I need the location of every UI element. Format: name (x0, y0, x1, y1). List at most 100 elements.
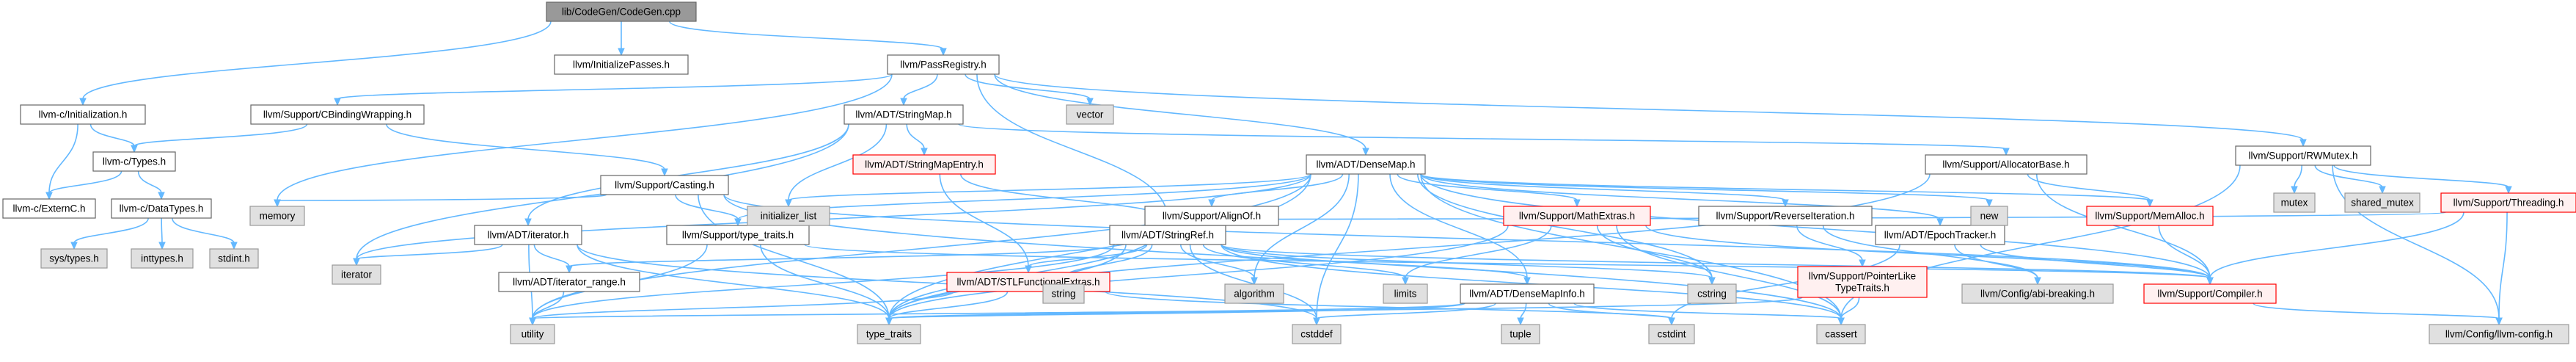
edge-line (532, 303, 1466, 319)
node-box (1797, 266, 1928, 298)
node-stringmapentry-h[interactable]: llvm/ADT/StringMapEntry.h (852, 154, 996, 175)
edge-arrowhead (353, 258, 360, 267)
edges-layer (45, 21, 2512, 326)
edge-line (1397, 173, 1578, 201)
node-compiler-h[interactable]: llvm/Support/Compiler.h (2143, 283, 2277, 304)
edge-arrowhead (940, 48, 947, 57)
edge-line (888, 291, 1009, 319)
node-reverseiteration-h[interactable]: llvm/Support/ReverseIteration.h (1698, 206, 1873, 226)
edge-arrowhead (2495, 317, 2503, 326)
node-cbindingwrapping-h[interactable]: llvm/Support/CBindingWrapping.h (250, 104, 425, 125)
node-label: TypeTraits.h (1835, 283, 1889, 294)
edge-codegen_h-to-passregistry_h (669, 21, 947, 57)
node-label: iterator (341, 269, 373, 280)
edge-line (888, 303, 1466, 319)
node-label: llvm-c/ExternC.h (12, 203, 85, 214)
node-memalloc-h[interactable]: llvm/Support/MemAlloc.h (2086, 206, 2214, 226)
node-label: llvm/Support/Casting.h (615, 180, 714, 191)
node-label: inttypes.h (141, 253, 183, 264)
edge-arrowhead (334, 98, 341, 106)
node-label: llvm/Support/MemAlloc.h (2095, 211, 2204, 222)
node-sys-types-h: sys/types.h (40, 248, 108, 269)
node-label: llvm-c/Initialization.h (39, 109, 128, 120)
node-cstring: cstring (1687, 283, 1737, 304)
edge-arrowhead (2206, 277, 2214, 286)
edge-line (1671, 244, 1900, 319)
edge-datatypes_h-to-sys_types_h (70, 217, 149, 250)
edge-line (277, 194, 607, 201)
edge-stringref_h-to-densemapinfo_h (1221, 244, 1531, 286)
node-label: type_traits (866, 329, 912, 340)
edge-line (994, 73, 2304, 141)
edge-stringmapentry_h-to-stlfunctionalextras_h (939, 173, 1032, 274)
edge-line (1221, 244, 1713, 279)
node-stlfunctionalextras-h[interactable]: llvm/ADT/STLFunctionalExtras.h (946, 272, 1110, 292)
edge-line (533, 244, 570, 267)
edge-densemap_h-to-reverseiteration_h (1420, 173, 1789, 208)
node-box (1066, 104, 1114, 125)
node-label: llvm/ADT/StringMapEntry.h (865, 159, 984, 170)
edge-line (965, 73, 1091, 100)
edge-line (2333, 164, 2509, 188)
edge-line (1221, 244, 1528, 279)
node-initializer-list: initializer_list (747, 206, 830, 226)
node-iterator-range-h[interactable]: llvm/ADT/iterator_range.h (498, 272, 640, 292)
edge-line (1420, 173, 1786, 201)
node-stringmap-h[interactable]: llvm/ADT/StringMap.h (844, 104, 964, 125)
node-densemap-h[interactable]: llvm/ADT/DenseMap.h (1306, 154, 1426, 175)
node-label: llvm/Support/AlignOf.h (1163, 211, 1261, 222)
node-epochtracker-h[interactable]: llvm/ADT/EpochTracker.h (1875, 225, 2005, 245)
edge-arrowhead (1859, 259, 1866, 268)
node-iterator-h[interactable]: llvm/ADT/iterator.h (474, 225, 582, 245)
node-label: string (1051, 289, 1075, 300)
node-alignof-h[interactable]: llvm/Support/AlignOf.h (1144, 206, 1279, 226)
edge-line (1202, 244, 1406, 279)
node-cstdint: cstdint (1648, 324, 1695, 344)
node-types-h[interactable]: llvm-c/Types.h (92, 151, 176, 172)
node-box (20, 104, 146, 125)
node-label: llvm-c/Types.h (103, 156, 166, 167)
node-codegen-h[interactable]: lib/CodeGen/CodeGen.cpp (546, 1, 697, 22)
edge-arrowhead (566, 265, 573, 274)
edge-arrowhead (2299, 139, 2307, 148)
edge-codegen_h-to-initializepasses_h (618, 21, 625, 57)
edge-line (73, 217, 149, 244)
node-initialization-h[interactable]: llvm-c/Initialization.h (20, 104, 146, 125)
node-allocatorbase-h[interactable]: llvm/Support/AllocatorBase.h (1925, 154, 2087, 175)
edge-arrowhead (2034, 277, 2041, 286)
node-threading-h[interactable]: llvm/Support/Threading.h (2440, 192, 2576, 213)
node-label: llvm/Support/PointerLike (1809, 271, 1916, 282)
node-casting-h[interactable]: llvm/Support/Casting.h (600, 175, 729, 195)
edge-datatypes_h-to-inttypes_h (158, 217, 166, 250)
node-shared-mutex: shared_mutex (2344, 192, 2421, 213)
edge-arrowhead (1086, 98, 1094, 106)
node-externc-h[interactable]: llvm-c/ExternC.h (2, 198, 96, 219)
node-label: memory (260, 211, 296, 222)
edge-densemapinfo_h-to-utility (529, 303, 1466, 326)
edge-line (1179, 244, 1255, 279)
node-densemapinfo-h[interactable]: llvm/ADT/DenseMapInfo.h (1460, 283, 1595, 304)
node-stringref-h[interactable]: llvm/ADT/StringRef.h (1109, 225, 1226, 245)
node-label: llvm/Support/MathExtras.h (1519, 211, 1635, 222)
edge-line (172, 217, 235, 244)
node-label: utility (522, 329, 544, 340)
node-passregistry-h[interactable]: llvm/PassRegistry.h (887, 54, 1000, 75)
edge-codegen_h-to-initialization_h (79, 21, 552, 106)
node-label: llvm/PassRegistry.h (900, 59, 987, 70)
edge-arrowhead (1708, 277, 1716, 286)
node-datatypes-h[interactable]: llvm-c/DataTypes.h (111, 198, 212, 219)
edge-densemapinfo_h-to-cassert (1573, 303, 1845, 326)
node-type-traits-h[interactable]: llvm/Support/type_traits.h (666, 225, 810, 245)
edge-densemap_h-to-alignof_h (1208, 173, 1344, 208)
edge-line (1548, 303, 1672, 319)
node-mathextras-h[interactable]: llvm/Support/MathExtras.h (1503, 206, 1651, 226)
edge-densemap_h-to-mathextras_h (1397, 173, 1581, 208)
edge-line (1316, 173, 1359, 319)
node-box (92, 151, 176, 172)
edge-stringmap_h-to-iterator_h (524, 123, 849, 227)
edge-densemapinfo_h-to-cstddef (1313, 303, 1496, 326)
node-initializepasses-h[interactable]: llvm/InitializePasses.h (554, 54, 689, 75)
node-rwmutex-h[interactable]: llvm/Support/RWMutex.h (2235, 145, 2371, 166)
node-label: llvm-c/DataTypes.h (120, 203, 204, 214)
